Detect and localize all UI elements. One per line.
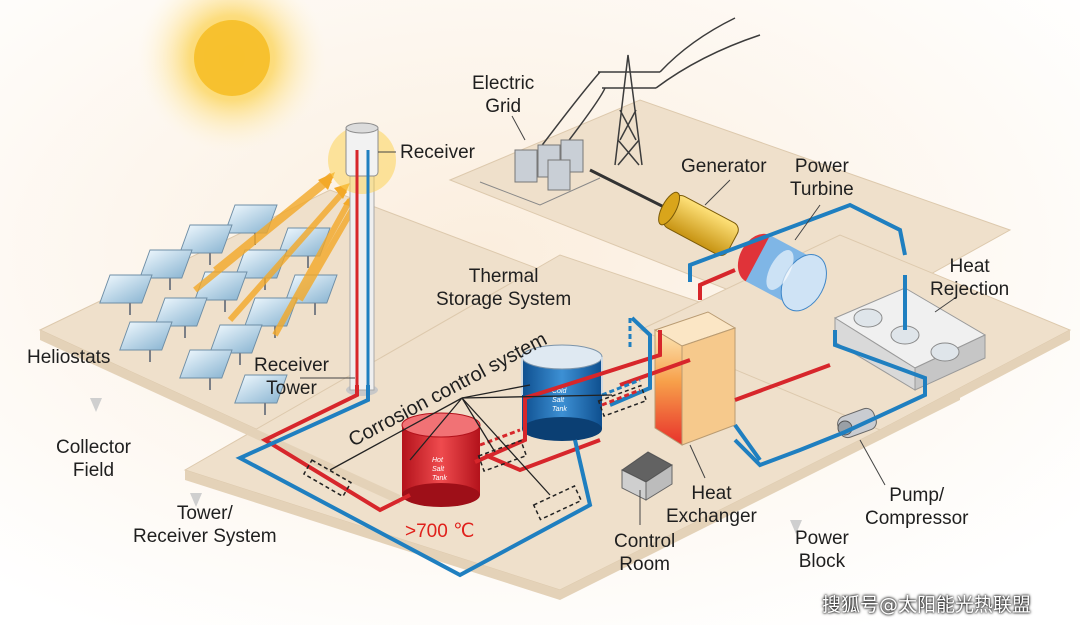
- electric-grid-label-line2: Grid: [485, 96, 522, 117]
- receiver-tower-label-line2: Tower: [266, 378, 317, 399]
- power-turbine-label: Power Turbine: [790, 155, 854, 201]
- corrosion-pointers: [329, 384, 613, 496]
- hot-salt-tank: [401, 412, 481, 507]
- cold-salt-piping: [235, 202, 927, 578]
- pump-compressor-label-line2: Compressor: [865, 508, 969, 529]
- electric-grid-label-line1: Electric: [472, 73, 535, 94]
- tank-labels: Hot Salt Tank Cold Salt Tank: [432, 388, 568, 482]
- dashed-piping: [479, 318, 641, 447]
- sunlight-rays: [193, 172, 358, 337]
- cold-tank-text-3: Tank: [552, 406, 567, 413]
- collector-field-label-line1: Collector: [56, 437, 131, 458]
- heat-rejection-label-line1: Heat: [949, 256, 990, 277]
- pump-compressor-label: Pump/ Compressor: [865, 484, 968, 530]
- generator-label: Generator: [681, 156, 767, 177]
- pump-compressor-label-line1: Pump/: [889, 485, 945, 506]
- power-turbine-label-line2: Turbine: [790, 179, 854, 200]
- control-room-label: Control Room: [614, 530, 675, 576]
- receiver-label: Receiver: [400, 142, 475, 163]
- power-block-label-line2: Block: [798, 551, 846, 572]
- tower-receiver-system-label: Tower/ Receiver System: [133, 502, 277, 548]
- hot-tank-text-3: Tank: [432, 475, 447, 482]
- heat-exchanger-label-line1: Heat: [691, 483, 732, 504]
- watermark: 搜狐号@太阳能光热联盟: [822, 594, 1032, 616]
- thermal-storage-label: Thermal Storage System: [436, 265, 571, 311]
- heat-exchanger: [653, 311, 737, 446]
- thermal-storage-label-line1: Thermal: [468, 266, 539, 287]
- tower-receiver-system-label-line2: Receiver System: [133, 526, 277, 547]
- generator: [589, 168, 739, 256]
- heat-exchanger-label-line2: Exchanger: [666, 506, 757, 527]
- thermal-storage-label-line2: Storage System: [436, 289, 572, 310]
- temperature-label: >700 ℃: [405, 521, 475, 542]
- heat-rejection-label-line2: Rejection: [930, 279, 1010, 300]
- receiver-tower-label: Receiver Tower: [254, 354, 329, 400]
- collector-field-label-line2: Field: [72, 460, 115, 481]
- sun: [137, 0, 327, 153]
- power-turbine: [737, 233, 827, 312]
- cold-salt-tank: [521, 344, 603, 441]
- power-block-label: Power Block: [795, 527, 849, 573]
- electric-grid-label: Electric Grid: [472, 72, 534, 118]
- control-room-label-line1: Control: [614, 531, 676, 552]
- leader-lines: [300, 115, 956, 525]
- receiver-tower-label-line1: Receiver: [254, 355, 329, 376]
- section-pointers: [90, 398, 802, 534]
- receiver-tower: [328, 122, 396, 396]
- hot-tank-text-2: Salt: [432, 466, 445, 473]
- heat-rejection-label: Heat Rejection: [930, 255, 1009, 301]
- cold-tank-text-2: Salt: [552, 397, 565, 404]
- heliostats-label: Heliostats: [27, 347, 111, 368]
- cold-tank-text-1: Cold: [552, 388, 568, 395]
- power-turbine-label-line1: Power: [794, 156, 849, 177]
- corrosion-sensors: [302, 384, 648, 521]
- collector-field-label: Collector Field: [56, 436, 131, 482]
- hot-tank-text-1: Hot: [432, 457, 444, 464]
- power-block-label-line1: Power: [795, 528, 849, 549]
- transformers: [479, 139, 601, 206]
- heat-exchanger-label: Heat Exchanger: [666, 482, 757, 528]
- hot-salt-piping: [260, 268, 831, 513]
- heat-rejection-unit: [833, 287, 987, 391]
- control-room-label-line2: Room: [619, 554, 670, 575]
- control-room-building: [621, 451, 673, 501]
- transmission-tower: [539, 17, 761, 166]
- ground-edges: [40, 330, 1070, 600]
- tower-receiver-system-label-line1: Tower/: [176, 503, 233, 524]
